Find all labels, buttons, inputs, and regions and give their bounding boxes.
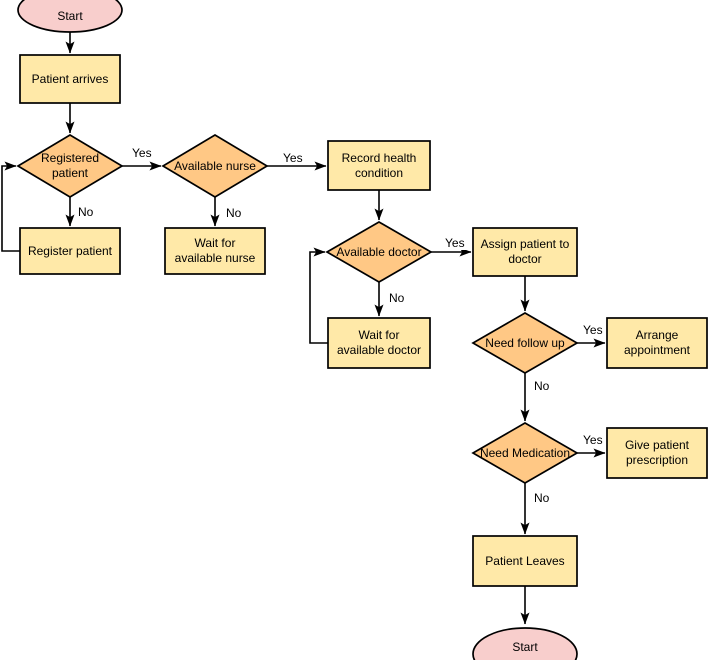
patient-arrives-node [19,54,121,104]
edge-register-loop-to-registered [1,161,20,252]
patient-leaves-node [472,535,578,587]
register-patient-node [19,227,121,275]
start-terminal-node [17,0,123,33]
arrange-appointment-node [606,317,708,369]
registered-patient-decision-node [16,134,124,198]
need-follow-up-decision-node [471,312,579,374]
record-health-node [327,140,431,191]
edge-wait-doctor-loop-to-doctor [309,247,328,344]
assign-doctor-node [472,227,578,277]
end-terminal-node [472,627,578,660]
wait-nurse-node [164,227,266,275]
available-doctor-decision-node [325,221,433,283]
wait-doctor-node [327,317,431,369]
give-prescription-node [606,427,708,479]
available-nurse-decision-node [161,134,269,198]
need-medication-decision-node [471,422,579,484]
